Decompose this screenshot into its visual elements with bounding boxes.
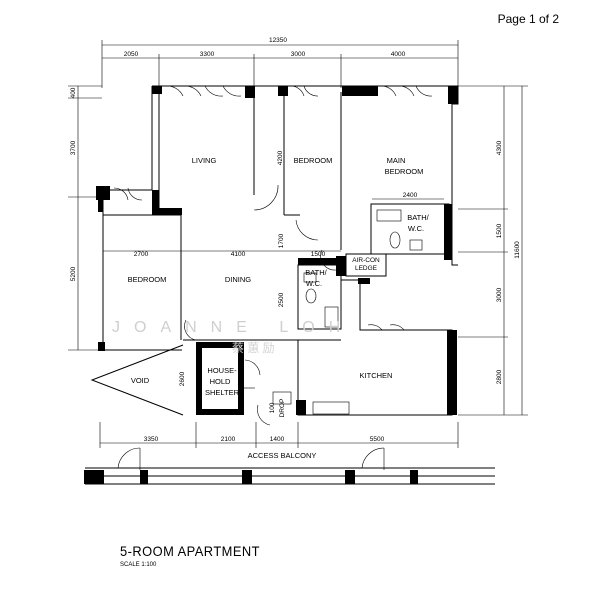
refuse-line2: DROP — [279, 399, 286, 418]
room-shelter-line3: SHELTER — [205, 388, 240, 397]
room-kitchen: KITCHEN — [360, 371, 393, 380]
dim-top-1: 2050 — [124, 51, 139, 58]
title-block: 5-ROOM APARTMENT SCALE 1:100 — [120, 543, 272, 568]
dim-bath2-width: 1500 — [311, 251, 326, 258]
room-void: VOID — [131, 376, 150, 385]
room-aircon-line1: AIR-CON — [352, 257, 380, 264]
walls-outline — [85, 85, 495, 485]
room-access-balcony: ACCESS BALCONY — [248, 451, 317, 460]
dim-left-2: 3700 — [70, 140, 77, 155]
refuse-line1: 100 — [269, 402, 276, 413]
dim-dining-width: 4100 — [231, 251, 246, 258]
openings — [113, 85, 433, 470]
room-dining: DINING — [225, 275, 251, 284]
room-bedroom-top: BEDROOM — [294, 156, 333, 165]
room-main-bedroom-line2: BEDROOM — [385, 167, 424, 176]
room-main-bedroom-line1: MAIN — [387, 156, 406, 165]
dim-dining-height: 2500 — [278, 292, 285, 307]
room-aircon-line2: LEDGE — [355, 265, 378, 272]
dim-bedroom-width: 2700 — [134, 251, 149, 258]
room-bath1-line1: BATH/ — [407, 213, 429, 222]
watermark-text: JOANNE LOH — [112, 319, 354, 336]
dim-bottom-4: 5500 — [370, 436, 385, 443]
walls-solid — [84, 86, 458, 484]
room-bedroom-left: BEDROOM — [128, 275, 167, 284]
plan-title: 5-ROOM APARTMENT — [120, 543, 260, 559]
dim-total-height: 11600 — [514, 241, 521, 259]
dim-bottom-2: 2100 — [221, 436, 236, 443]
dim-right-2: 1500 — [496, 223, 503, 238]
floor-plan: 12350 2050 3300 3000 4000 400 3700 5200 … — [68, 37, 528, 485]
watermark-chinese: 蔡 蕙 励 — [232, 341, 275, 355]
room-bath2-line2: W.C. — [306, 279, 322, 288]
room-bath2-line1: BATH/ — [305, 268, 327, 277]
dim-right-4: 2800 — [496, 369, 503, 384]
dim-bottom-1: 3350 — [144, 436, 159, 443]
room-shelter-line2: HOLD — [210, 377, 231, 386]
room-bath1-line2: W.C. — [408, 224, 424, 233]
room-living: LIVING — [192, 156, 217, 165]
dim-top-2: 3300 — [200, 51, 215, 58]
plan-scale: SCALE 1:100 — [120, 562, 157, 568]
dim-top-4: 4000 — [391, 51, 406, 58]
page-indicator: Page 1 of 2 — [497, 12, 559, 26]
dim-top-3: 3000 — [291, 51, 306, 58]
dim-bedroom-height: 4200 — [277, 150, 284, 165]
dim-right-1: 4300 — [496, 140, 503, 155]
dim-left-1: 400 — [70, 87, 77, 98]
dim-shelter-height: 2600 — [179, 371, 186, 386]
dim-corridor: 1700 — [278, 233, 285, 248]
dim-bottom-3: 1400 — [270, 436, 285, 443]
dimension-lines — [68, 40, 528, 448]
dim-bath-width: 2400 — [403, 192, 418, 199]
dim-right-3: 3000 — [496, 287, 503, 302]
dim-left-3: 5200 — [70, 266, 77, 281]
room-shelter-line1: HOUSE- — [207, 366, 237, 375]
dim-total-width: 12350 — [269, 37, 287, 44]
